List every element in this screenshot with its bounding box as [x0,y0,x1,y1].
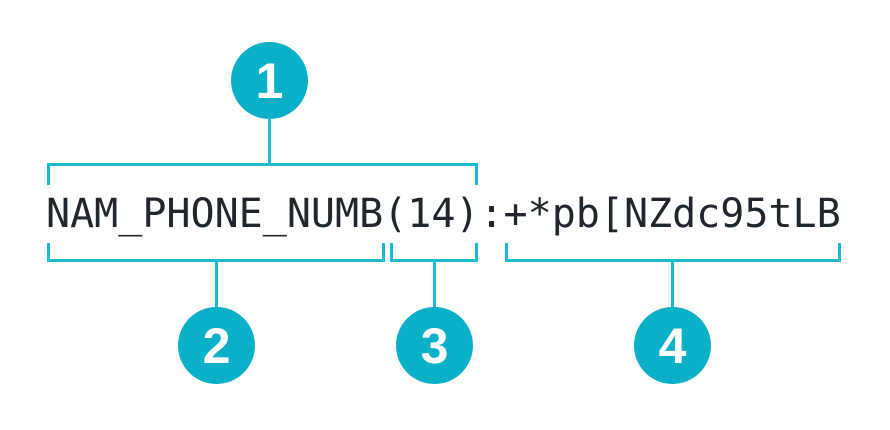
callout-connector-3 [433,260,436,307]
callout-badge-3: 3 [396,307,473,384]
callout-connector-4 [671,260,674,307]
callout-badge-4: 4 [634,307,711,384]
field-string: NAM_PHONE_NUMB(14):+*pb[NZdc95tLB [46,191,841,237]
callout-connector-2 [215,260,218,307]
callout-badge-2: 2 [178,307,255,384]
callout-number-2: 2 [202,317,231,374]
callout-connector-1 [268,117,271,164]
callout-number-3: 3 [420,317,449,374]
callout-number-4: 4 [658,317,687,374]
callout-badge-1: 1 [231,42,308,119]
callout-number-1: 1 [255,52,284,109]
callout-bracket-1 [47,163,478,185]
